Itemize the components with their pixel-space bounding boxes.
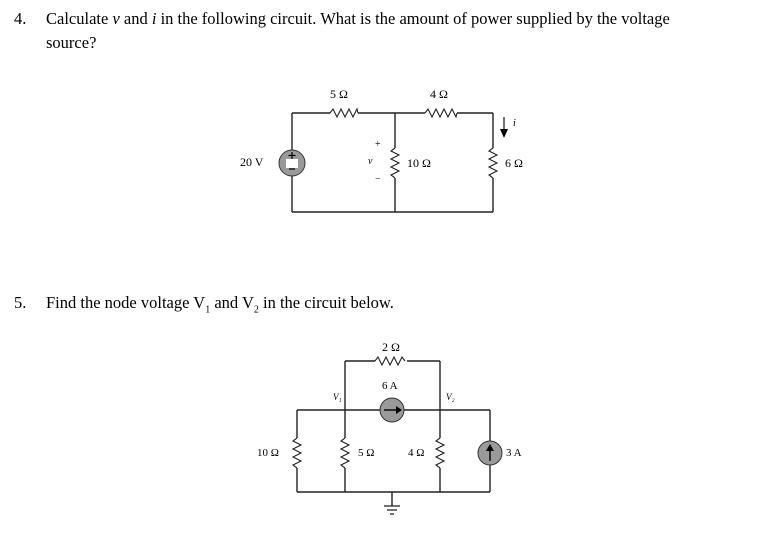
c1-label-20v: 20 V: [240, 155, 264, 169]
ground-icon: [384, 505, 400, 515]
c1-source-plus-sign: [288, 152, 296, 159]
c1-label-5ohm: 5 Ω: [330, 87, 348, 101]
question-4-line-2: source?: [46, 33, 97, 52]
q4-var-v: v: [112, 9, 120, 28]
c1-v-label: v: [368, 156, 373, 167]
c2-label-v1: V₁: [333, 392, 342, 402]
c1-label-4ohm: 4 Ω: [430, 87, 448, 101]
c2-resistor-4ohm: [434, 437, 446, 469]
c1-current-arrow-head: [500, 129, 508, 138]
question-4-line-1: Calculate v and i in the following circu…: [46, 8, 670, 30]
c1-resistor-4ohm: [424, 107, 458, 119]
c2-label-3a: 3 A: [506, 447, 522, 459]
c2-label-10ohm: 10 Ω: [257, 447, 279, 459]
question-5-text: Find the node voltage V1 and V2 in the c…: [46, 292, 394, 321]
c1-v-plus: +: [375, 139, 381, 150]
c2-label-4ohm: 4 Ω: [408, 447, 425, 459]
c2-resistor-2ohm: [374, 355, 406, 367]
q4-text-a: Calculate: [46, 9, 113, 28]
c1-v-minus: −: [375, 174, 381, 185]
question-5-number: 5.: [14, 293, 27, 312]
c2-3a-arrow-head: [486, 444, 494, 451]
c2-label-5ohm: 5 Ω: [358, 447, 375, 459]
c1-resistor-10ohm: [389, 147, 401, 179]
c1-i-label: i: [513, 118, 516, 129]
q5-sub-1: 1: [205, 304, 211, 316]
q5-text-a: Find the node voltage V: [46, 293, 206, 312]
c2-label-6a: 6 A: [382, 380, 398, 392]
c1-resistor-5ohm: [329, 107, 359, 119]
c2-label-2ohm: 2 Ω: [382, 340, 400, 354]
c1-source-window: [286, 159, 298, 168]
c2-resistor-10ohm: [291, 437, 303, 469]
q4-text-b: and: [119, 9, 152, 28]
q5-text-c: in the circuit below.: [258, 293, 394, 312]
c2-6a-arrow-head: [396, 406, 402, 414]
c2-label-v2: V₂: [446, 392, 455, 402]
c1-resistor-6ohm: [487, 147, 499, 179]
c1-label-6ohm: 6 Ω: [505, 156, 523, 170]
q5-sub-2: 2: [253, 304, 259, 316]
c2-resistor-5ohm: [339, 437, 351, 469]
c2-top-side-wires: [344, 361, 441, 410]
q4-var-i: i: [151, 9, 157, 28]
c1-label-10ohm: 10 Ω: [407, 156, 431, 170]
q5-text-b: and V: [210, 293, 254, 312]
q4-text-c: in the following circuit. What is the am…: [156, 9, 670, 28]
question-4-number: 4.: [14, 9, 27, 28]
